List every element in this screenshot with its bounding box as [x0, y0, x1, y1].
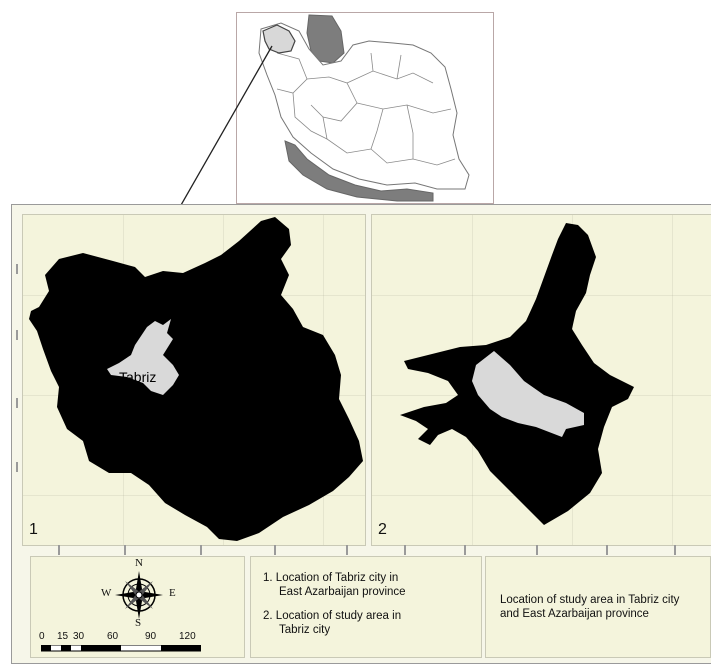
- frame-tick: [536, 545, 538, 555]
- iran-outline: [258, 22, 470, 190]
- frame-tick: [464, 545, 466, 555]
- legend-scale-panel: N S E W 0 15 30 60 90 120: [30, 556, 245, 658]
- scale-bar: [41, 645, 201, 652]
- iran-provinces-map: [258, 14, 470, 202]
- frame-tick: [16, 398, 18, 408]
- study-area: [472, 351, 584, 437]
- scale-label: 60: [107, 631, 119, 642]
- east-azarbaijan-highlight: [262, 24, 296, 54]
- compass-rose-icon: [115, 571, 163, 619]
- legend-item-text-cont: Tabriz city: [279, 624, 331, 636]
- scale-label: 30: [73, 631, 85, 642]
- province-borders: [276, 52, 456, 166]
- tabriz-city-area: [107, 319, 179, 395]
- legend-item-number: 1.: [263, 572, 273, 584]
- map-panel-2: 2: [371, 214, 711, 546]
- legend-item-text: Location of Tabriz city in: [275, 572, 399, 584]
- frame-tick: [674, 545, 676, 555]
- scale-label: 15: [57, 631, 69, 642]
- panel-number-2: 2: [378, 521, 387, 538]
- frame-tick: [274, 545, 276, 555]
- legend-item-1: 1. Location of Tabriz city in East Azarb…: [263, 571, 406, 599]
- frame-tick: [58, 545, 60, 555]
- legend-title-line1: Location of study area in Tabriz city: [500, 594, 680, 606]
- legend-title: Location of study area in Tabriz city an…: [500, 593, 679, 621]
- persian-gulf: [284, 140, 434, 202]
- legend-item-text: Location of study area in: [275, 610, 402, 622]
- study-area-map: [400, 223, 634, 525]
- city-label-tabriz: Tabriz: [119, 369, 157, 385]
- scale-label: 0: [39, 631, 45, 642]
- legend-item-number: 2.: [263, 610, 273, 622]
- inset-map-iran: [236, 12, 494, 204]
- frame-tick: [606, 545, 608, 555]
- scale-label: 120: [179, 631, 196, 642]
- legend-title-panel: Location of study area in Tabriz city an…: [485, 556, 711, 658]
- scale-label: 90: [145, 631, 157, 642]
- frame-tick: [346, 545, 348, 555]
- legend-title-line2: and East Azarbaijan province: [500, 608, 649, 620]
- grid-line: [672, 215, 673, 545]
- legend-items-panel: 1. Location of Tabriz city in East Azarb…: [250, 556, 482, 658]
- frame-tick: [16, 330, 18, 340]
- legend-item-text-cont: East Azarbaijan province: [279, 586, 406, 598]
- map-panel-1: Tabriz 1: [22, 214, 366, 546]
- compass-e: E: [169, 587, 176, 599]
- compass-w: W: [101, 587, 112, 599]
- frame-tick: [16, 264, 18, 274]
- compass-s: S: [135, 617, 142, 629]
- panel-number-1: 1: [29, 521, 38, 538]
- frame-tick: [200, 545, 202, 555]
- legend-item-2: 2. Location of study area in Tabriz city: [263, 609, 401, 637]
- compass-n: N: [135, 557, 143, 569]
- province-region: [29, 217, 363, 541]
- frame-tick: [124, 545, 126, 555]
- east-azarbaijan-map: [29, 217, 363, 541]
- frame-tick: [16, 462, 18, 472]
- frame-tick: [404, 545, 406, 555]
